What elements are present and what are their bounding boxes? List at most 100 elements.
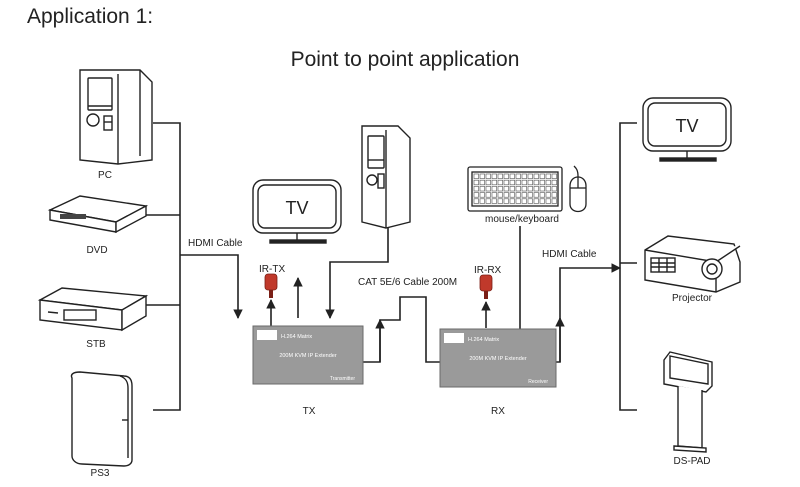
keyboard-key [479,173,485,179]
keyboard-key [521,173,527,179]
stb-box-icon [37,287,149,332]
output-tv-label: TV [675,116,698,136]
transmitter-unit: HDMI H.264 Matrix 200M KVM IP Extender T… [252,325,364,385]
cat-cable-line [362,296,440,363]
right-bus-line [619,122,637,411]
keyboard-key [527,186,533,192]
rx-matrix: H.264 Matrix [468,337,499,343]
rx-brand: HDMI [446,336,465,343]
keyboard-key [479,179,485,186]
output-tv-icon [642,97,732,162]
keyboard-key [545,192,551,198]
local-tv-label: TV [285,198,308,218]
keyboard-key [497,173,503,179]
source-label-ps3: PS3 [90,468,110,479]
page-heading: Application 1: [27,5,154,28]
rx-role: Receiver [528,379,548,385]
keyboard-key [491,186,497,192]
keyboard-key [503,173,509,179]
keyboard-key [491,198,497,204]
keyboard-key [479,198,485,204]
keyboard-key [551,179,557,186]
local-pc-icon [361,125,411,229]
keyboard-key [533,173,539,179]
connection-lines [146,122,637,411]
keyboard-key [509,198,515,204]
keyboard-key [539,186,545,192]
keyboard-key [479,186,485,192]
left-bus-line [153,122,181,411]
tx-brand: HDMI [259,333,278,340]
keyboard-key [527,198,533,204]
ir-rx-label: IR-RX [474,265,502,276]
keyboard-key [473,173,479,179]
ir-tx-label: IR-TX [259,264,286,275]
dvd-player-icon [47,195,149,234]
rx-caption: RX [491,406,505,417]
keyboard-key [515,198,521,204]
keyboard-key [527,173,533,179]
keyboard-key [497,179,503,186]
keyboard-key [473,192,479,198]
keyboard-keys [473,173,557,204]
tx-role: Transmitter [330,376,355,382]
keyboard-mouse-label: mouse/keyboard [485,214,559,225]
keyboard-key [497,198,503,204]
hdmi-cable-left-label: HDMI Cable [188,238,243,249]
keyboard-key [509,179,515,186]
mouse-icon [569,165,587,213]
keyboard-key [521,192,527,198]
keyboard-key [503,186,509,192]
keyboard-key [533,192,539,198]
keyboard-key [515,173,521,179]
keyboard-key [515,186,521,192]
keyboard-key [509,173,515,179]
output-label-ds-pad: DS-PAD [673,456,711,467]
local-tv-icon [252,179,342,244]
projector-icon [644,235,741,293]
keyboard-key [551,186,557,192]
keyboard-key [551,198,557,204]
keyboard-key [491,179,497,186]
keyboard-key [533,186,539,192]
keyboard-key [545,198,551,204]
pc-to-tx-line [325,228,389,319]
keyboard-key [515,192,521,198]
keyboard-key [533,179,539,186]
diagram-title: Point to point application [290,48,520,71]
keyboard-key [497,186,503,192]
keyboard-key [551,192,557,198]
keyboard-key [509,192,515,198]
keyboard-key [545,179,551,186]
ps3-console-icon [70,371,133,467]
keyboard-key [539,173,545,179]
source-label-stb: STB [86,339,106,350]
ir-tx-emitter-icon [264,273,278,298]
source-label-dvd: DVD [86,245,108,256]
keyboard-key [539,179,545,186]
bus-to-tx-line [180,254,243,319]
keyboard-key [521,198,527,204]
keyboard-key [503,198,509,204]
keyboard-key [515,179,521,186]
keyboard-key [473,179,479,186]
keyboard-key [485,198,491,204]
keyboard-key [527,179,533,186]
keyboard-key [503,179,509,186]
source-label-pc: PC [98,170,112,181]
ds-pad-kiosk-icon [663,351,713,453]
keyboard-key [485,173,491,179]
keyboard-key [503,192,509,198]
output-label-projector: Projector [671,293,713,304]
keyboard-key [491,173,497,179]
keyboard-key [485,192,491,198]
keyboard-key [521,179,527,186]
keyboard-key [533,198,539,204]
keyboard-key [527,192,533,198]
tx-caption: TX [302,406,316,417]
keyboard-key [539,192,545,198]
keyboard-key [497,192,503,198]
tx-model: 200M KVM IP Extender [279,353,337,359]
keyboard-key [485,186,491,192]
